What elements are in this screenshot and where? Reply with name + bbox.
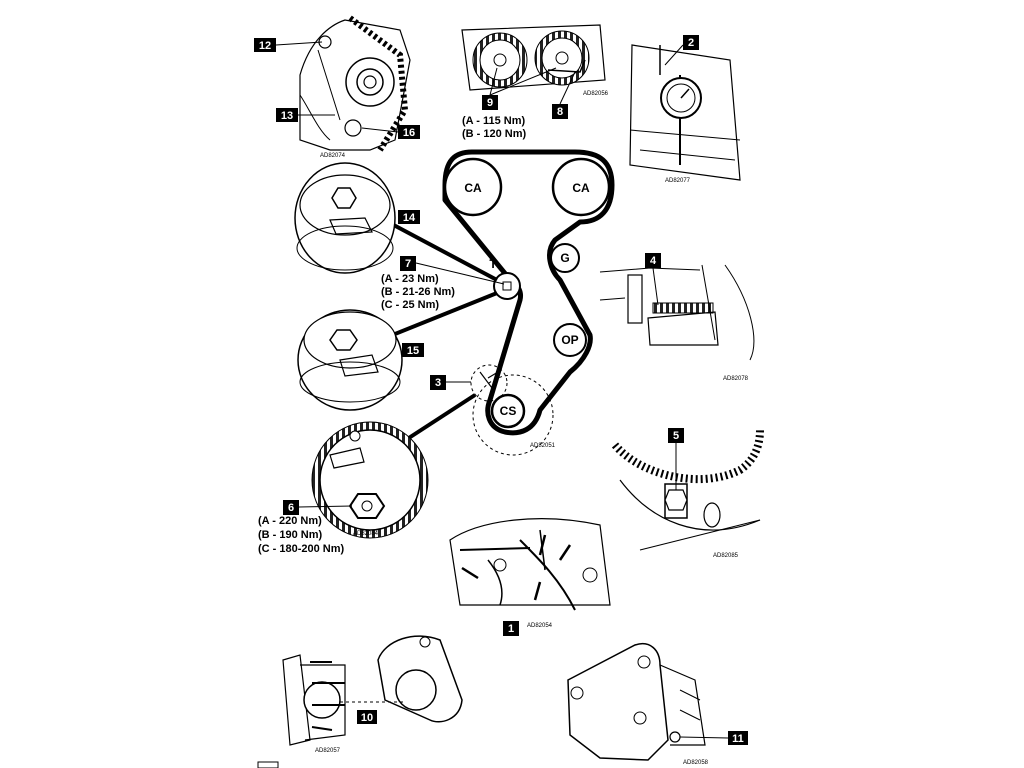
callout-1: 1 — [503, 621, 519, 636]
svg-text:15: 15 — [407, 345, 419, 357]
ref-ad82074: AD82074 — [320, 153, 346, 159]
tensioner-torque-b: (B - 21-26 Nm) — [381, 286, 455, 298]
crankshaft-torque-a: (A - 220 Nm) — [258, 515, 322, 527]
callout-12: 12 — [254, 38, 323, 52]
pulley-label-t: T — [489, 257, 497, 271]
callout-5: 5 — [668, 428, 684, 490]
tensioner-torque-c: (C - 25 Nm) — [381, 299, 439, 311]
svg-text:13: 13 — [281, 110, 293, 122]
callout-11: 11 — [679, 731, 748, 745]
marking-dashed-circle — [470, 364, 508, 402]
ref-ad82056: AD82056 — [583, 91, 609, 97]
ref-ad82085: AD82085 — [713, 553, 739, 559]
camshaft-torque-a: (A - 115 Nm) — [462, 115, 526, 127]
pulley-label-cs: CS — [500, 404, 517, 418]
camshaft-pulley-right — [551, 157, 611, 217]
locking-plate-sketch — [567, 643, 706, 761]
timing-belt-layout: CA CA G OP T CS — [442, 149, 615, 456]
crankshaft-pulley-cs — [490, 393, 526, 429]
oil-pump-pulley-op — [553, 323, 587, 357]
callout-4: 4 — [645, 253, 661, 306]
flywheel-lock-sketch — [611, 429, 764, 551]
callout-8: 8 — [552, 71, 576, 119]
ref-ad82078: AD82078 — [723, 376, 749, 382]
svg-text:10: 10 — [361, 712, 373, 724]
camshaft-sprockets-sketch — [461, 24, 606, 91]
crankshaft-bolt-sketch — [311, 421, 429, 539]
callout-9: 9 — [482, 67, 557, 110]
tensioner-pulley-t — [493, 272, 521, 300]
svg-text:2: 2 — [688, 37, 694, 49]
ref-ad82084: AD82084 — [353, 531, 379, 537]
crankshaft-dashed-circle — [472, 374, 554, 456]
svg-text:3: 3 — [435, 377, 441, 389]
svg-text:9: 9 — [487, 97, 493, 109]
callout-6: 6 — [283, 500, 353, 515]
tensioner-detail-14 — [294, 162, 396, 274]
dial-gauge-sketch — [629, 44, 741, 181]
pulley-label-op: OP — [561, 333, 578, 347]
svg-text:8: 8 — [557, 106, 563, 118]
svg-text:5: 5 — [673, 430, 679, 442]
ref-ad82057: AD82057 — [315, 748, 341, 754]
svg-text:6: 6 — [288, 502, 294, 514]
crankshaft-torque-c: (C - 180-200 Nm) — [258, 543, 345, 555]
ref-ad82051: AD82051 — [530, 443, 556, 449]
camshaft-torque-b: (B - 120 Nm) — [462, 128, 527, 140]
callout-3: 3 — [430, 375, 471, 390]
idler-pulley-g — [550, 243, 580, 273]
callout-2: 2 — [664, 35, 699, 66]
callout-14: 14 — [398, 210, 420, 224]
camshaft-pulley-left — [443, 157, 503, 217]
crankshaft-torque-b: (B - 190 Nm) — [258, 529, 323, 541]
callout-7: 7 — [400, 256, 505, 285]
svg-text:16: 16 — [403, 127, 415, 139]
svg-text:14: 14 — [403, 212, 416, 224]
ref-ad82058: AD82058 — [683, 760, 709, 766]
callout-13: 13 — [276, 108, 335, 122]
timing-belt — [442, 149, 615, 436]
svg-text:1: 1 — [508, 623, 514, 635]
callout-15: 15 — [402, 343, 424, 357]
callout-10: 10 — [357, 710, 377, 724]
corner-box — [257, 761, 279, 768]
callout-16: 16 — [361, 125, 420, 139]
pulley-label-g: G — [560, 251, 569, 265]
crank-sprocket-mark-sketch — [599, 264, 755, 361]
svg-text:7: 7 — [405, 258, 411, 270]
ref-ad82077: AD82077 — [665, 178, 691, 184]
tensioner-detail-sketch — [299, 15, 411, 152]
tensioner-detail-15 — [297, 309, 403, 411]
svg-text:12: 12 — [259, 40, 271, 52]
tensioner-torque-a: (A - 23 Nm) — [381, 273, 439, 285]
pulley-label-ca-right: CA — [572, 181, 590, 195]
engine-bay-sketch — [449, 518, 611, 611]
ref-ad82054: AD82054 — [527, 623, 553, 629]
svg-text:11: 11 — [732, 733, 744, 745]
pulley-label-ca-left: CA — [464, 181, 482, 195]
camshaft-hub-tool-sketch — [282, 635, 463, 746]
svg-text:4: 4 — [650, 255, 657, 267]
